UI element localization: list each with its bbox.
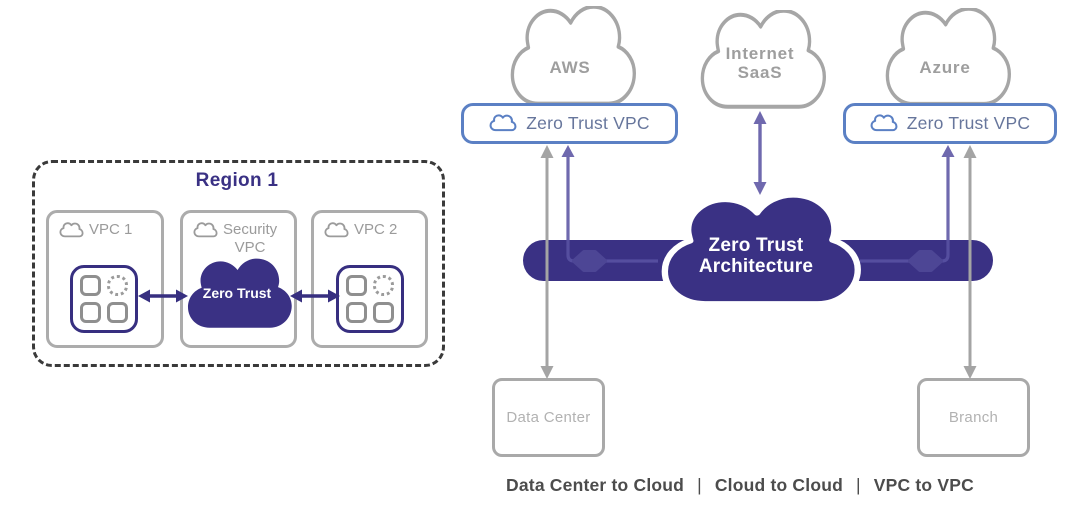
- zta-line1: Zero Trust: [708, 235, 804, 256]
- security-vpc-line1: Security: [223, 221, 278, 238]
- workload-square: [346, 275, 367, 296]
- branch-box: Branch: [917, 378, 1030, 457]
- region-title: Region 1: [195, 170, 279, 191]
- workloads-icon: [70, 265, 138, 333]
- internet-saas-cloud-label: Internet SaaS: [693, 44, 827, 82]
- data-center-label: Data Center: [506, 409, 591, 426]
- region-1-container: [32, 160, 445, 367]
- workloads-icon: [336, 265, 404, 333]
- data-center-box: Data Center: [492, 378, 605, 457]
- gray-cloud-icon: [59, 222, 84, 238]
- security-vpc-label: Security VPC: [223, 221, 277, 257]
- zero-trust-cloud-label: Zero Trust: [202, 285, 272, 301]
- caption-segment-3: VPC to VPC: [873, 475, 974, 495]
- workload-square: [107, 302, 128, 323]
- workload-dotted-square: [373, 275, 394, 296]
- aws-zero-trust-vpc-box: Zero Trust VPC: [461, 103, 678, 144]
- workload-dotted-square: [107, 275, 128, 296]
- gray-cloud-icon: [193, 222, 218, 238]
- internet-saas-line2: SaaS: [737, 63, 783, 82]
- aws-cloud-label: AWS: [549, 58, 591, 77]
- workload-square: [346, 302, 367, 323]
- branch-label: Branch: [948, 409, 999, 426]
- azure-cloud-label: Azure: [919, 58, 971, 77]
- workload-square: [80, 302, 101, 323]
- vpc1-box: VPC 1: [46, 210, 164, 348]
- azure-zero-trust-vpc-label: Zero Trust VPC: [906, 113, 1031, 133]
- gray-cloud-icon: [324, 222, 349, 238]
- caption: Data Center to Cloud | Cloud to Cloud | VPC …: [415, 475, 1065, 496]
- caption-segment-1: Data Center to Cloud: [506, 475, 685, 495]
- blue-cloud-icon: [870, 114, 898, 132]
- vpc2-label: VPC 2: [354, 221, 398, 238]
- blue-cloud-icon: [489, 114, 517, 132]
- internet-saas-line1: Internet: [725, 44, 795, 63]
- caption-separator: |: [697, 475, 702, 495]
- caption-separator: |: [856, 475, 861, 495]
- vpc1-label: VPC 1: [89, 221, 133, 238]
- workload-square: [80, 275, 101, 296]
- aws-zero-trust-vpc-label: Zero Trust VPC: [526, 113, 650, 133]
- zta-line2: Architecture: [698, 256, 814, 277]
- vpc2-box: VPC 2: [311, 210, 428, 348]
- azure-zero-trust-vpc-box: Zero Trust VPC: [843, 103, 1057, 144]
- workload-square: [373, 302, 394, 323]
- zero-trust-architecture-label: Zero Trust Architecture: [650, 235, 862, 277]
- security-vpc-line2: VPC: [234, 239, 266, 256]
- caption-segment-2: Cloud to Cloud: [714, 475, 843, 495]
